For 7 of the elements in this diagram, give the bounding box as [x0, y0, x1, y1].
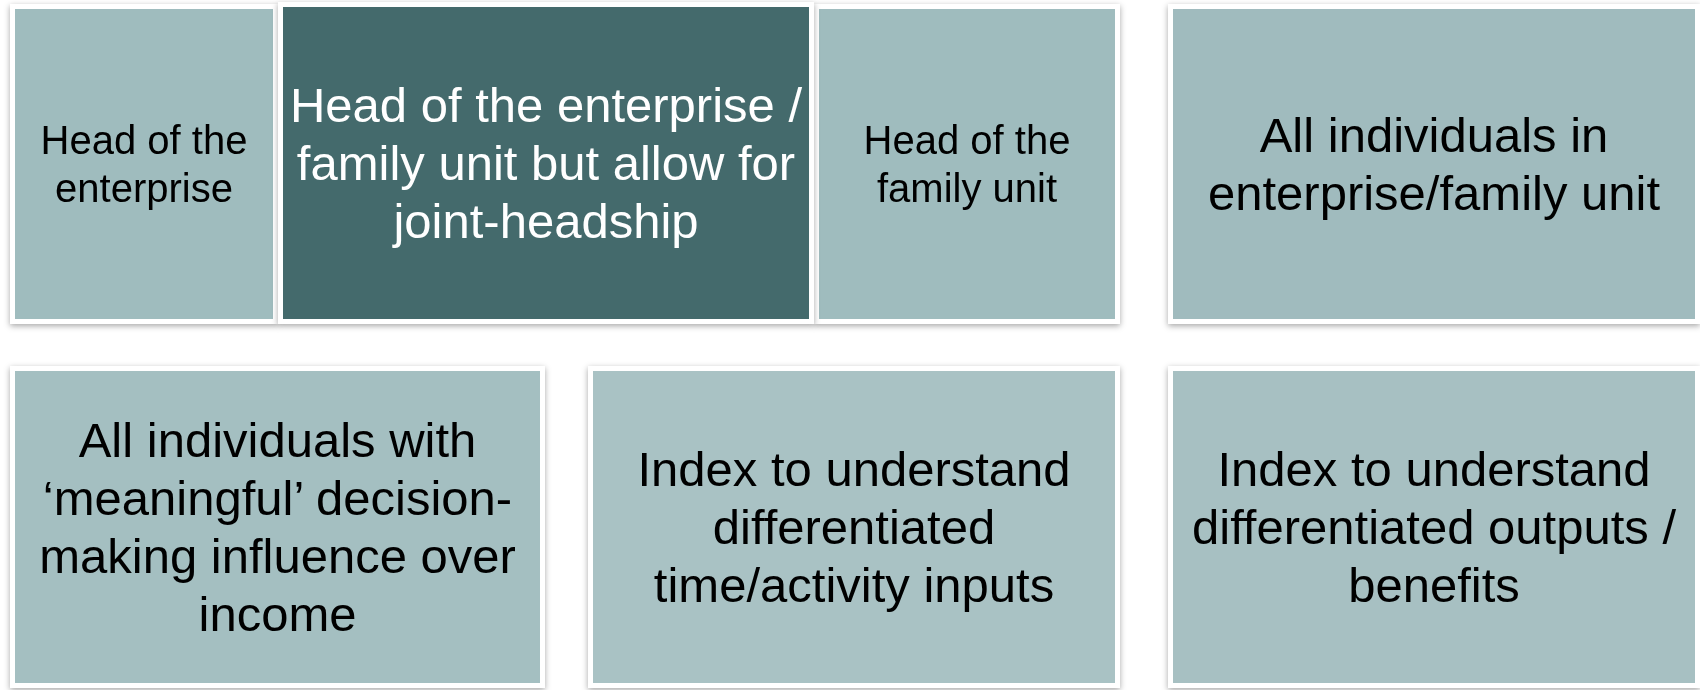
card-text: Head of the enterprise / family unit but allow for joint-headship — [288, 77, 804, 250]
card-text: Head of the enterprise — [39, 117, 249, 212]
card-text: Index to understand differentiated time/activity inputs — [636, 441, 1072, 614]
card-text: All individuals in enterprise/family unit — [1206, 107, 1662, 222]
card-text: Head of the family unit — [862, 117, 1072, 212]
card-text: All individuals with ‘meaningful’ decision-making influence over income — [38, 412, 517, 643]
card-text: Index to understand differentiated outputs / benefits — [1191, 441, 1677, 614]
